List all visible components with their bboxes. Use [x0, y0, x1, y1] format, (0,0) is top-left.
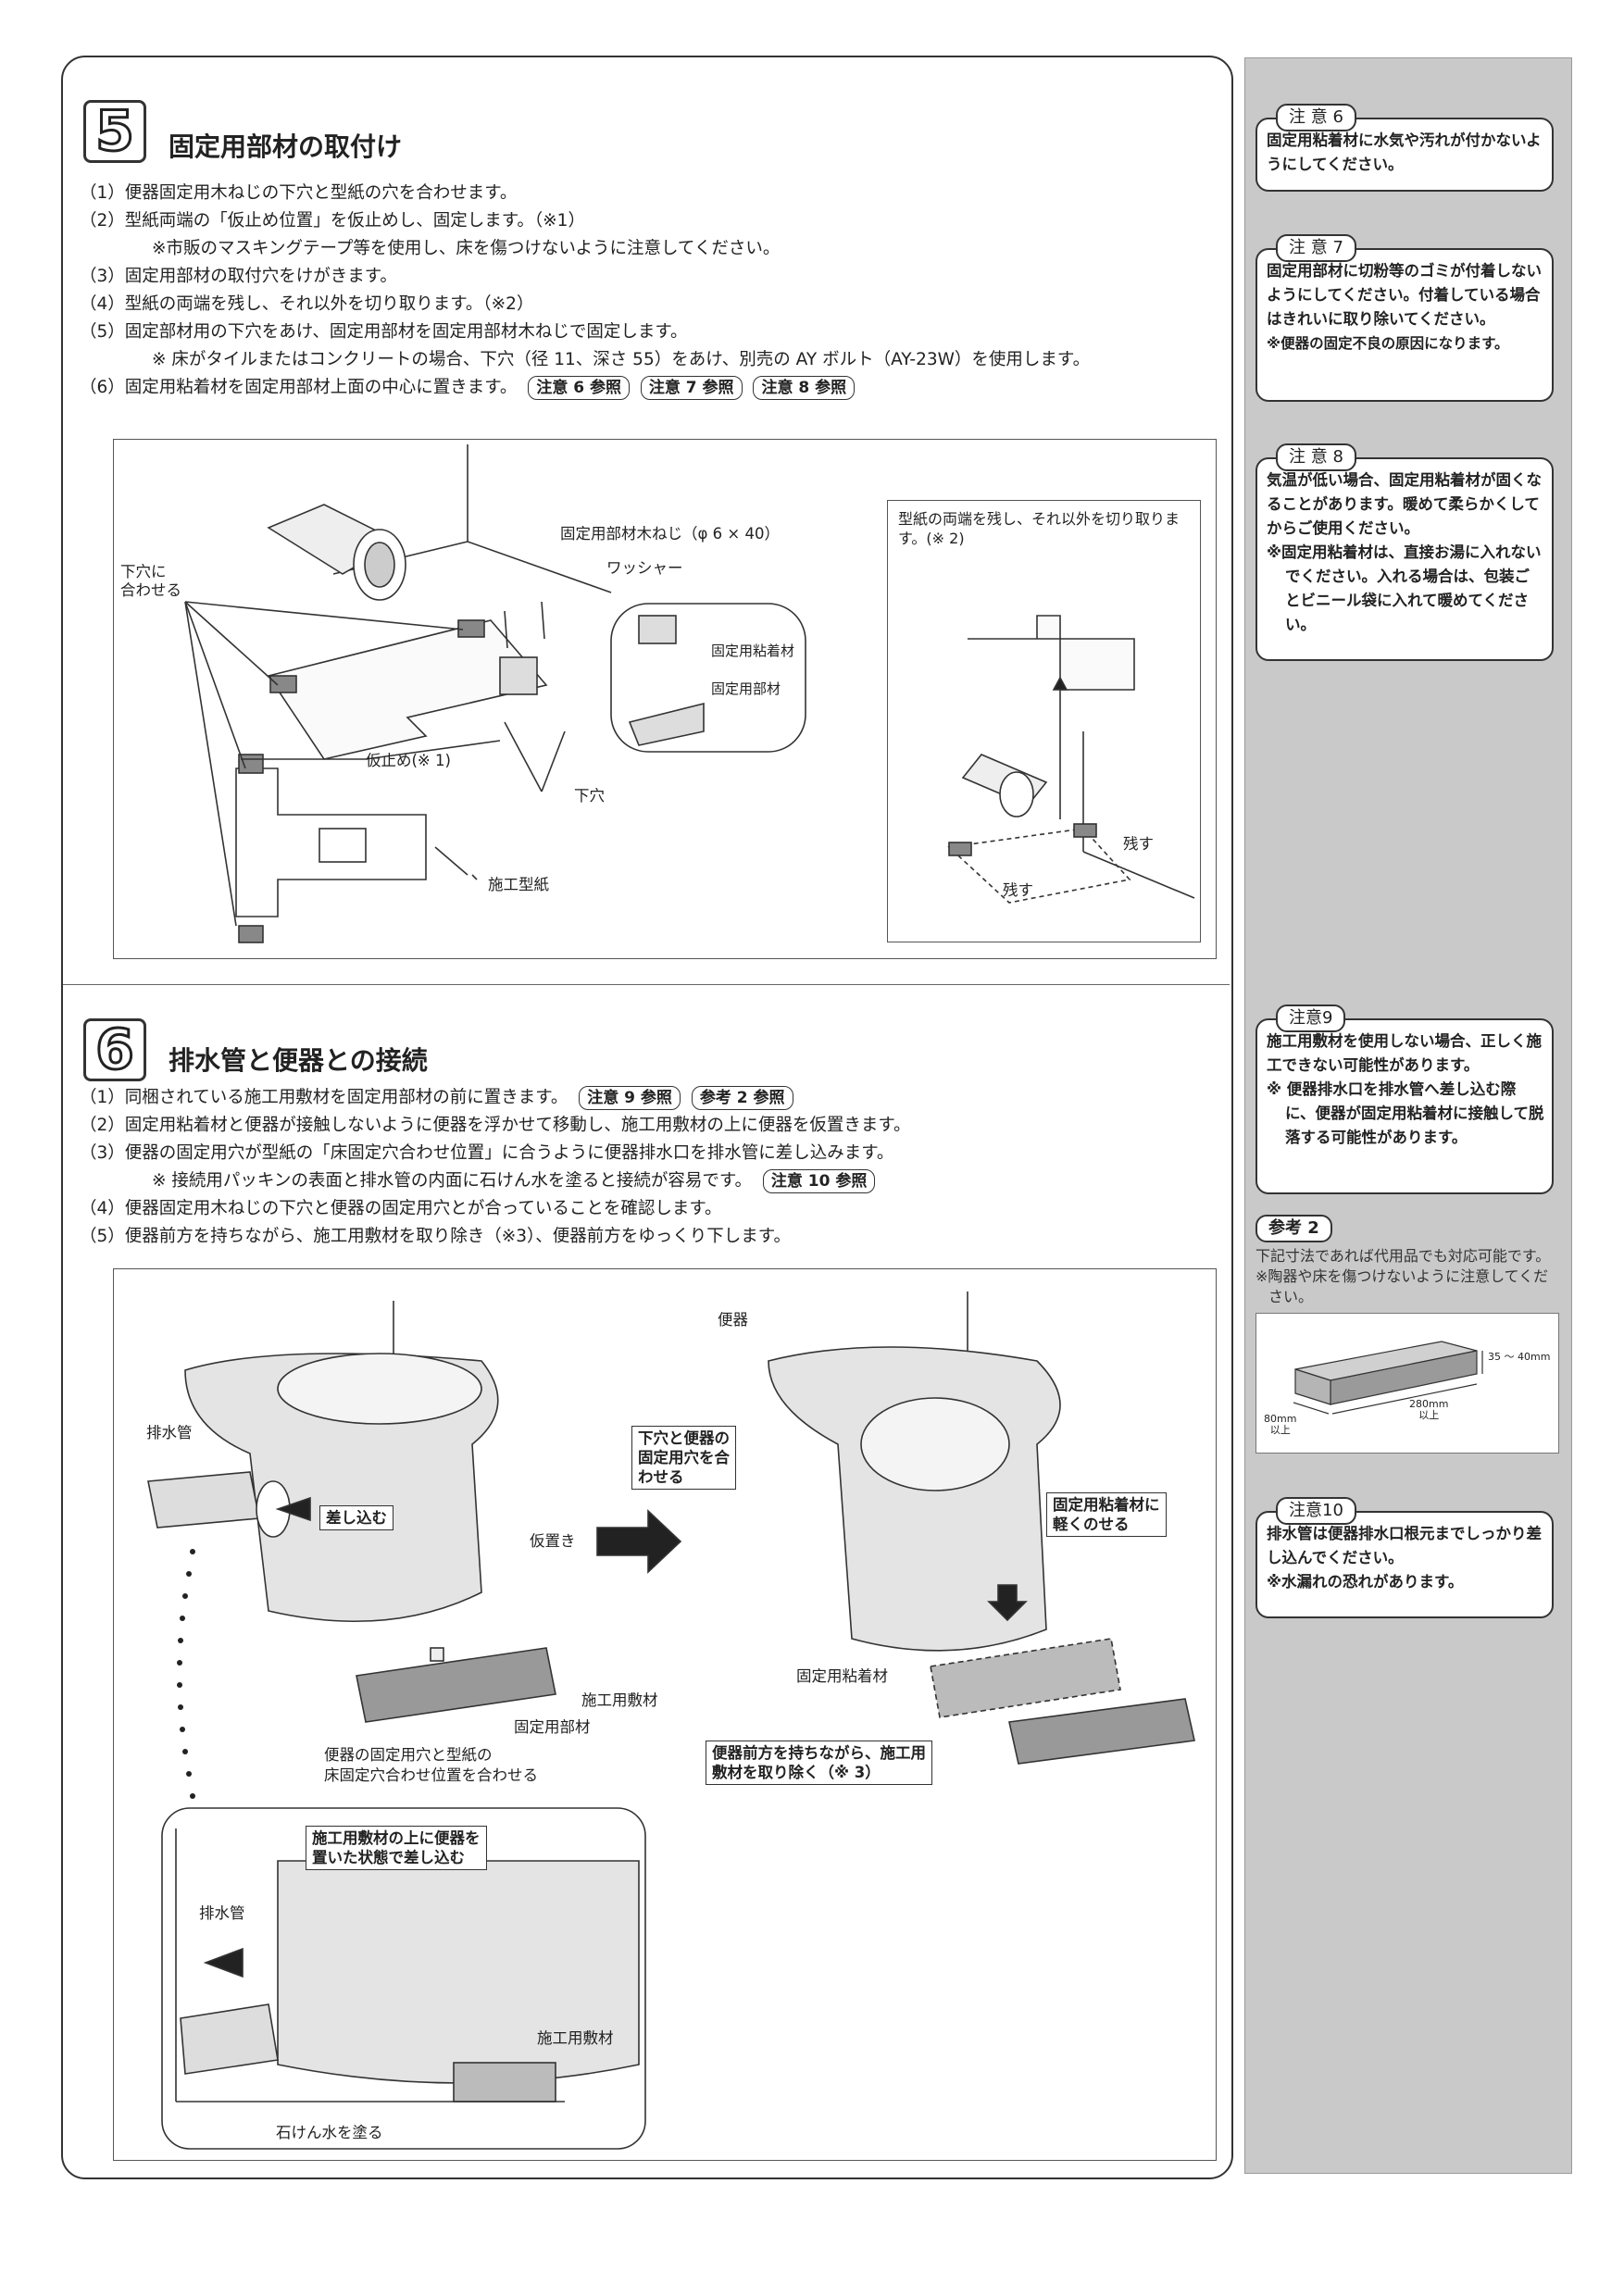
label-spacer: 施工用敷材 [581, 1691, 658, 1709]
instruction-line: （1）便器固定用木ねじの下穴と型紙の穴を合わせます。 [80, 183, 518, 203]
label-member: 固定用部材 [711, 680, 781, 697]
label-insert: 差し込む [319, 1505, 394, 1530]
caution-tag: 注意10 [1276, 1497, 1356, 1525]
ref-note-6: 注意 6 参照 [528, 376, 630, 400]
instruction-line: （1）同梱されている施工用敷材を固定用部材の前に置きます。 注意 9 参照 参考… [80, 1084, 911, 1112]
reference-dimension-figure: 35 ～ 40mm 280mm 以上 80mm 以上 [1255, 1313, 1559, 1454]
caution-sub: ※固定用粘着材は、直接お湯に入れないでください。入れる場合は、包装ごとビニール袋… [1267, 543, 1542, 633]
main-content-frame [61, 56, 1233, 2179]
label-keep-left: 残す [1003, 881, 1033, 899]
ref-note-7: 注意 7 参照 [640, 376, 743, 400]
dimension-height: 35 ～ 40mm [1488, 1351, 1551, 1363]
caution-body: 施工用敷材を使用しない場合、正しく施工できない可能性があります。 [1267, 1032, 1542, 1074]
spacer-block-icon [1293, 1341, 1483, 1415]
reference-2: 参考 2 下記寸法であれば代用品でも対応可能です。 ※陶器や床を傷つけないように… [1255, 1215, 1561, 1454]
caution-tag: 注意9 [1276, 1004, 1346, 1032]
caution-tag: 注 意 8 [1276, 443, 1356, 471]
caution-note-9: 注意9 施工用敷材を使用しない場合、正しく施工できない可能性があります。 ※ 便… [1255, 1004, 1554, 1194]
label-align-holes: 便器の固定用穴と型紙の 床固定穴合わせ位置を合わせる [324, 1746, 538, 1784]
step-6-title: 排水管と便器との接続 [169, 1045, 428, 1076]
step-5-cut-figure [887, 500, 1201, 942]
reference-sub: ※陶器や床を傷つけないように注意してください。 [1255, 1267, 1549, 1305]
label-cut-note: 型紙の両端を残し、それ以外を切り取ります。(※ 2) [898, 510, 1181, 547]
instruction-line: （3）便器の固定用穴が型紙の「床固定穴合わせ位置」に合うように便器排水口を排水管… [80, 1143, 894, 1163]
caution-note-7: 注 意 7 固定用部材に切粉等のゴミが付着しないようにしてください。付着している… [1255, 234, 1554, 402]
caution-body: 排水管は便器排水口根元までしっかり差し込んでください。 [1267, 1525, 1542, 1566]
ref-note-8: 注意 8 参照 [753, 376, 856, 400]
label-keep-right: 残す [1123, 835, 1154, 853]
label-member: 固定用部材 [514, 1718, 591, 1736]
label-soap-water: 石けん水を塗る [276, 2124, 383, 2141]
label-toilet: 便器 [718, 1311, 748, 1329]
step-6-instructions: （1）同梱されている施工用敷材を固定用部材の前に置きます。 注意 9 参照 参考… [80, 1084, 911, 1251]
label-temporary-fix: 仮止め(※ 1) [366, 752, 451, 769]
label-template: 施工型紙 [488, 876, 549, 893]
instruction-line: （4）型紙の両端を残し、それ以外を切り取ります。（※2） [80, 294, 534, 314]
label-adhesive: 固定用粘着材 [796, 1667, 888, 1685]
step-6-figure [113, 1268, 1217, 2161]
label-pilot-hole: 下穴 [574, 787, 605, 805]
instruction-line: （2）型紙両端の「仮止め位置」を仮止めし、固定します。（※1） [80, 211, 585, 231]
reference-tag: 参考 2 [1255, 1215, 1332, 1242]
caution-note-6: 注 意 6 固定用粘着材に水気や汚れが付かないようにしてください。 [1255, 104, 1554, 192]
label-align-holes: 下穴に 合わせる [120, 563, 181, 599]
ref-reference-2: 参考 2 参照 [691, 1086, 793, 1110]
step-5-number: 5 [83, 100, 146, 163]
caution-sub: ※ 便器排水口を排水管へ差し込む際に、便器が固定用粘着材に接触して脱落する可能性… [1267, 1080, 1544, 1146]
instruction-line: （4）便器固定用木ねじの下穴と便器の固定用穴とが合っていることを確認します。 [80, 1199, 722, 1218]
instruction-line: （2）固定用粘着材と便器が接触しないように便器を浮かせて移動し、施工用敷材の上に… [80, 1116, 911, 1135]
reference-text: 下記寸法であれば代用品でも対応可能です。 [1255, 1247, 1551, 1265]
caution-tag: 注 意 7 [1276, 234, 1356, 262]
instruction-note: ※ 接続用パッキンの表面と排水管の内面に石けん水を塗ると接続が容易です。 注意 … [80, 1167, 911, 1195]
caution-sub: ※水漏れの恐れがあります。 [1267, 1573, 1464, 1591]
inset-label-drain-pipe: 排水管 [199, 1904, 245, 1922]
caution-tag: 注 意 6 [1276, 104, 1356, 131]
label-temporary-place: 仮置き [530, 1532, 576, 1550]
instruction-line: （6）固定用粘着材を固定用部材上面の中心に置きます。 注意 6 参照 注意 7 … [80, 374, 1090, 402]
instruction-note: ※ 床がタイルまたはコンクリートの場合、下穴（径 11、深さ 55）をあけ、別売… [152, 350, 1091, 369]
caution-sub: ※便器の固定不良の原因になります。 [1267, 335, 1509, 352]
instruction-line: （5）固定部材用の下穴をあけ、固定用部材を固定用部材木ねじで固定します。 [80, 322, 688, 342]
inset-title: 施工用敷材の上に便器を 置いた状態で差し込む [306, 1826, 487, 1870]
step-5-title: 固定用部材の取付け [169, 131, 403, 162]
caution-note-8: 注 意 8 気温が低い場合、固定用粘着材が固くなることがあります。暖めて柔らかく… [1255, 443, 1554, 661]
inset-label-spacer: 施工用敷材 [537, 2029, 614, 2047]
caution-body: 固定用部材に切粉等のゴミが付着しないようにしてください。付着している場合はきれい… [1267, 262, 1542, 328]
dimension-width: 80mm 以上 [1264, 1413, 1297, 1436]
label-adhesive-light: 固定用粘着材に 軽くのせる [1046, 1492, 1167, 1537]
instruction-line: （5）便器前方を持ちながら、施工用敷材を取り除き（※3）、便器前方をゆっくり下し… [80, 1227, 791, 1246]
label-adhesive: 固定用粘着材 [711, 643, 795, 659]
caution-body: 固定用粘着材に水気や汚れが付かないようにしてください。 [1267, 131, 1542, 173]
label-washer: ワッシャー [606, 559, 683, 577]
label-drain-pipe: 排水管 [146, 1424, 193, 1441]
caution-note-10: 注意10 排水管は便器排水口根元までしっかり差し込んでください。 ※水漏れの恐れ… [1255, 1497, 1554, 1618]
ref-note-10: 注意 10 参照 [762, 1169, 876, 1193]
dimension-length: 280mm 以上 [1409, 1398, 1449, 1421]
instruction-line: （3）固定用部材の取付穴をけがきます。 [80, 267, 397, 286]
label-remove-spacer: 便器前方を持ちながら、施工用 敷材を取り除く（※ 3） [706, 1741, 932, 1785]
label-hole-align: 下穴と便器の 固定用穴を合 わせる [631, 1426, 736, 1490]
instruction-note: ※市販のマスキングテープ等を使用し、床を傷つけないように注意してください。 [152, 239, 781, 258]
step-6-number: 6 [83, 1018, 146, 1081]
ref-note-9: 注意 9 参照 [579, 1086, 681, 1110]
label-screw: 固定用部材木ねじ（φ 6 × 40） [560, 525, 780, 543]
section-divider [63, 984, 1230, 985]
step-5-instructions: （1）便器固定用木ねじの下穴と型紙の穴を合わせます。 （2）型紙両端の「仮止め位… [80, 180, 1090, 402]
caution-body: 気温が低い場合、固定用粘着材が固くなることがあります。暖めて柔らかくしてからご使… [1267, 471, 1542, 537]
